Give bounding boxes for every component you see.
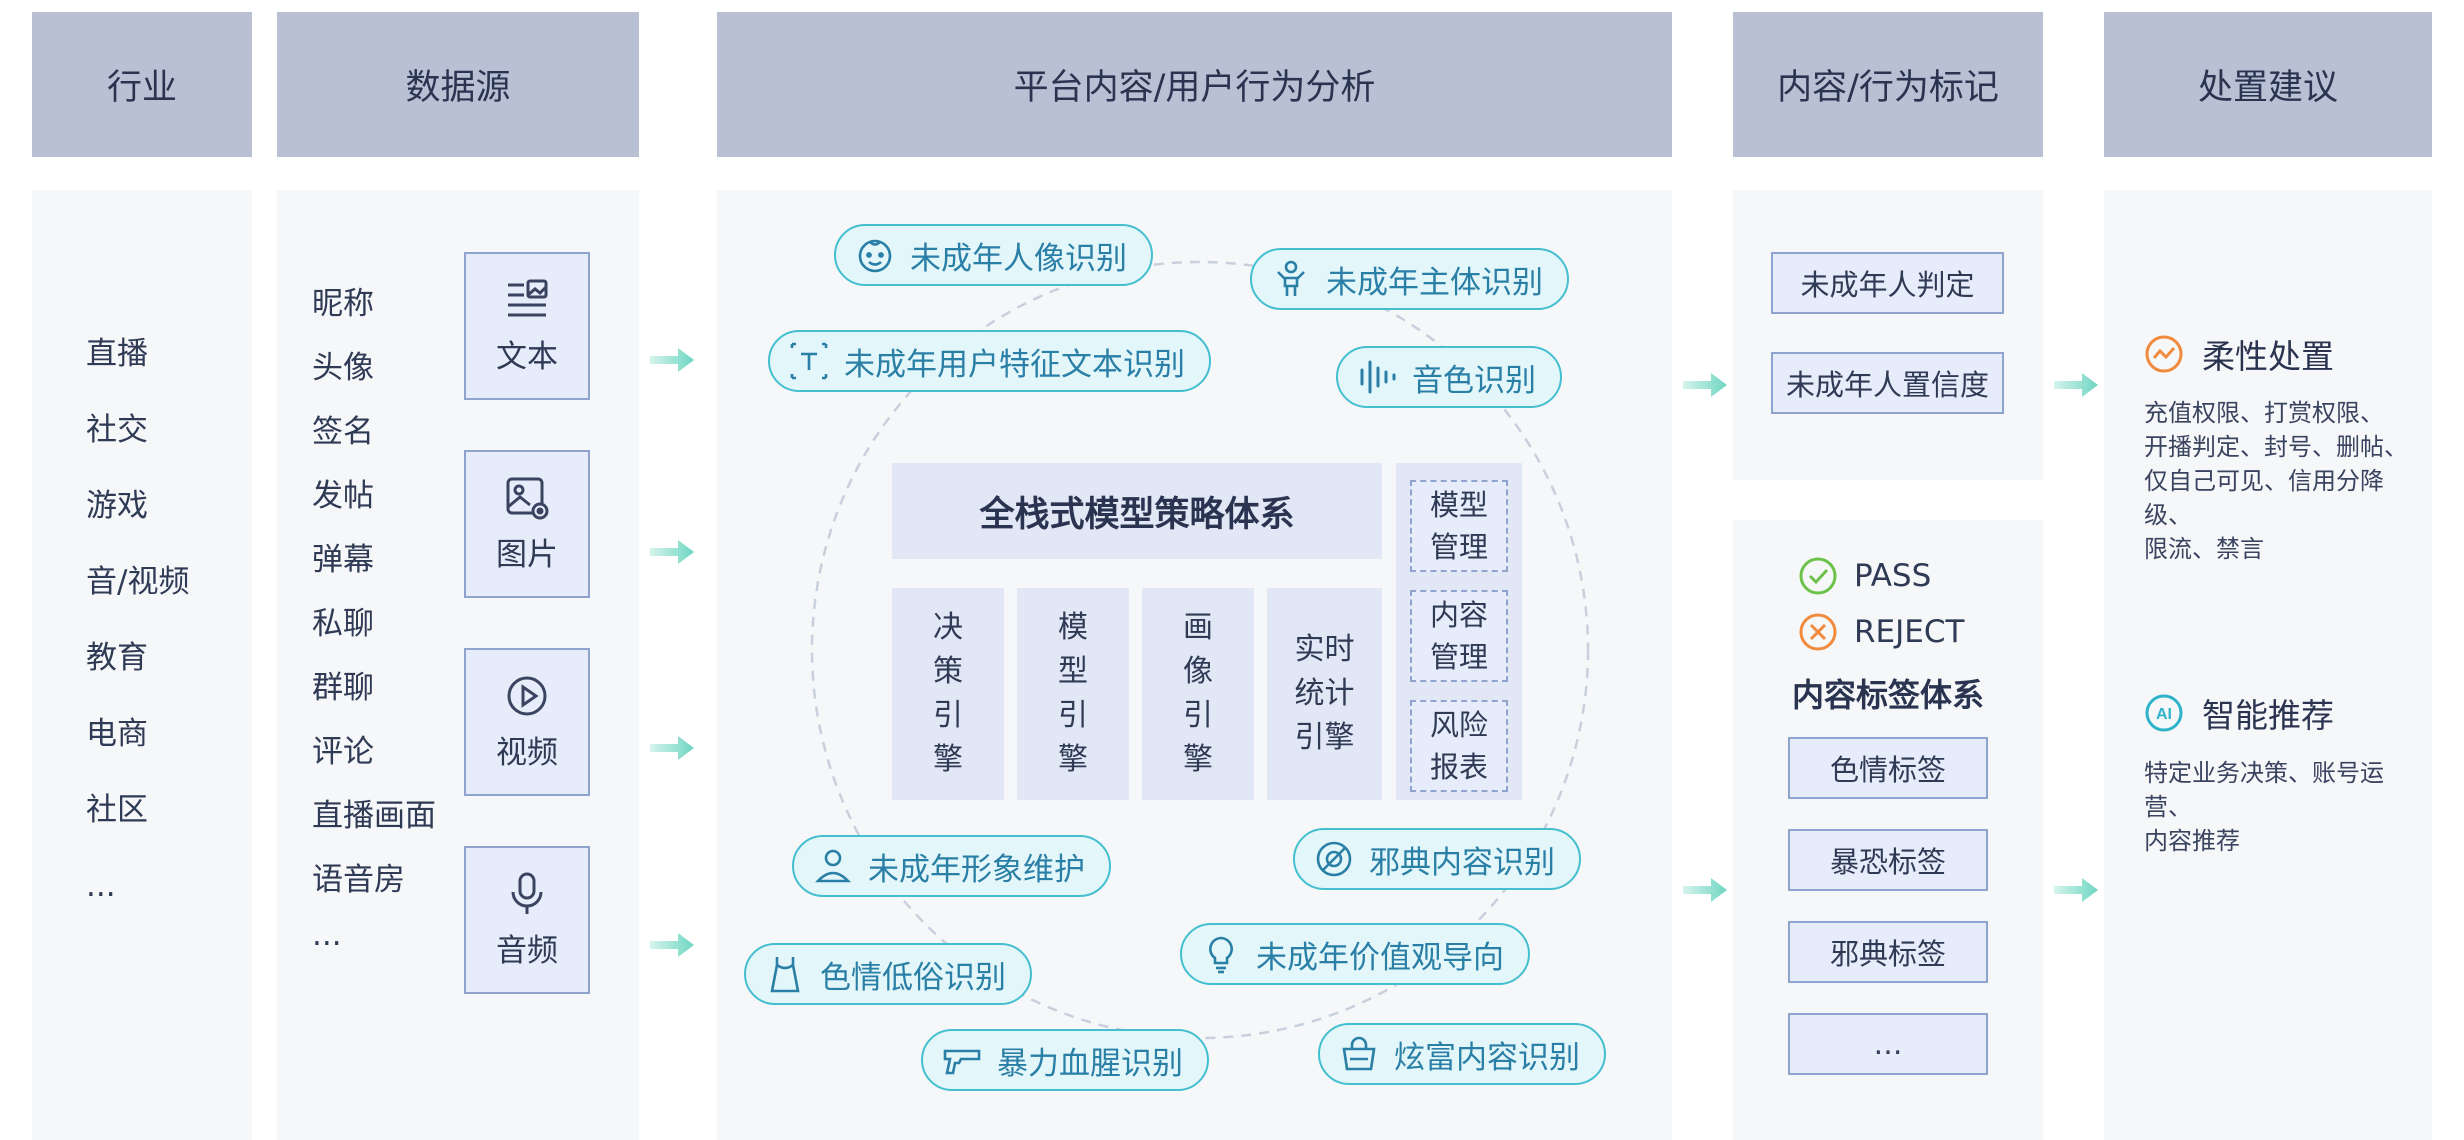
- status-reject: REJECT: [1798, 612, 1964, 652]
- suggestion-flexible-title: 柔性处置: [2144, 330, 2334, 378]
- capability-values: 未成年价值观导向: [1180, 923, 1530, 985]
- core-decision-engine: 决策引擎: [892, 588, 1004, 800]
- source-item: 私聊: [312, 606, 374, 642]
- close-circle-icon: [1799, 613, 1837, 651]
- arrow-right-icon: [650, 540, 694, 564]
- label-box: 邪典标签: [1788, 921, 1988, 983]
- header-analysis: 平台内容/用户行为分析: [717, 12, 1672, 157]
- capability-vulgar: 色情低俗识别: [744, 943, 1032, 1005]
- dress-icon: [770, 957, 800, 993]
- capability-flaunt: 炫富内容识别: [1318, 1023, 1606, 1085]
- orbit-circle: [810, 260, 1590, 1040]
- suggestion-smart-text: 特定业务决策、账号运营、 内容推荐: [2144, 759, 2384, 855]
- label-box: 色情标签: [1788, 737, 1988, 799]
- media-tile-video: 视频: [464, 648, 590, 796]
- capability-minor-image-protect: 未成年形象维护: [792, 835, 1111, 897]
- check-circle-icon: [1799, 557, 1837, 595]
- capability-voice: 音色识别: [1336, 346, 1562, 408]
- label-box: …: [1788, 1013, 1988, 1075]
- suggestion-flexible-text: 充值权限、打赏权限、 开播判定、封号、删帖、 仅自己可见、信用分降级、 限流、禁…: [2144, 399, 2408, 563]
- source-item: 弹幕: [312, 542, 374, 578]
- core-risk-report: 风险报表: [1410, 700, 1508, 792]
- panel-industry: [32, 190, 252, 1140]
- capability-minor-portrait: 未成年人像识别: [834, 224, 1153, 286]
- mark-minor-judge: 未成年人判定: [1771, 252, 2004, 314]
- play-icon: [507, 676, 547, 715]
- header-marks: 内容/行为标记: [1733, 12, 2043, 157]
- trend-circle-icon: [2145, 335, 2183, 373]
- arrow-right-icon: [2054, 878, 2098, 902]
- industry-item: 直播: [86, 336, 148, 372]
- capability-violence: 暴力血腥识别: [921, 1029, 1209, 1091]
- status-pass: PASS: [1798, 556, 1931, 596]
- header-industry: 行业: [32, 12, 252, 157]
- core-realtime-engine: 实时统计引擎: [1267, 588, 1382, 800]
- capability-minor-text: 未成年用户特征文本识别: [768, 330, 1211, 392]
- industry-item: 社区: [86, 792, 148, 828]
- source-item: ···: [312, 926, 342, 962]
- shopping-bag-icon: [1342, 1036, 1376, 1071]
- core-model-engine: 模型引擎: [1017, 588, 1129, 800]
- source-item: 群聊: [312, 670, 374, 706]
- source-item: 签名: [312, 414, 374, 450]
- capability-cult: 邪典内容识别: [1293, 828, 1581, 890]
- arrow-right-icon: [2054, 373, 2098, 397]
- label-box: 暴恐标签: [1788, 829, 1988, 891]
- ai-badge-text: AI: [2156, 706, 2172, 723]
- industry-item: ...: [86, 868, 116, 904]
- source-item: 语音房: [312, 862, 405, 898]
- text-recognition-icon: [790, 342, 828, 380]
- sound-wave-icon: [1360, 360, 1396, 394]
- lightbulb-icon: [1209, 936, 1233, 974]
- core-content-management: 内容管理: [1410, 590, 1508, 682]
- microphone-icon: [511, 872, 543, 914]
- source-item: 直播画面: [312, 798, 436, 834]
- core-profile-engine: 画像引擎: [1142, 588, 1254, 800]
- media-tile-audio: 音频: [464, 846, 590, 994]
- source-item: 昵称: [312, 286, 374, 322]
- industry-item: 社交: [86, 412, 148, 448]
- baby-face-icon: [858, 239, 892, 273]
- mark-minor-confidence: 未成年人置信度: [1771, 352, 2004, 414]
- source-item: 发帖: [312, 478, 374, 514]
- source-item: 头像: [312, 350, 374, 386]
- ai-circle-icon: AI: [2145, 694, 2183, 732]
- core-title: 全栈式模型策略体系: [892, 463, 1382, 559]
- arrow-right-icon: [1683, 878, 1727, 902]
- core-model-management: 模型管理: [1410, 480, 1508, 572]
- arrow-right-icon: [650, 933, 694, 957]
- arrow-right-icon: [650, 348, 694, 372]
- forbidden-icon: [1316, 841, 1352, 877]
- media-tile-text: 文本: [464, 252, 590, 400]
- industry-item: 教育: [86, 640, 148, 676]
- capability-minor-subject: 未成年主体识别: [1250, 248, 1569, 310]
- industry-item: 音/视频: [86, 564, 190, 600]
- source-item: 评论: [312, 734, 374, 770]
- person-shield-icon: [814, 849, 852, 883]
- industry-item: 电商: [86, 716, 148, 752]
- media-tile-image: 图片: [464, 450, 590, 598]
- panel-marks-top: [1733, 190, 2043, 480]
- industry-item: 游戏: [86, 488, 148, 524]
- header-source: 数据源: [277, 12, 639, 157]
- label-system-title: 内容标签体系: [1791, 676, 1984, 714]
- header-suggestion: 处置建议: [2104, 12, 2432, 157]
- gun-icon: [943, 1049, 981, 1075]
- industry-list: 直播 社交 游戏 音/视频 教育 电商 社区 ...: [86, 316, 189, 924]
- text-doc-icon: [508, 279, 548, 316]
- arrow-right-icon: [1683, 373, 1727, 397]
- image-icon: [506, 477, 549, 519]
- suggestion-smart-title: AI 智能推荐: [2144, 689, 2334, 737]
- child-figure-icon: [1277, 260, 1305, 296]
- arrow-right-icon: [650, 736, 694, 760]
- panel-suggestion: [2104, 190, 2432, 1140]
- source-list: 昵称 头像 签名 发帖 弹幕 私聊 群聊 评论 直播画面 语音房 ···: [312, 272, 436, 976]
